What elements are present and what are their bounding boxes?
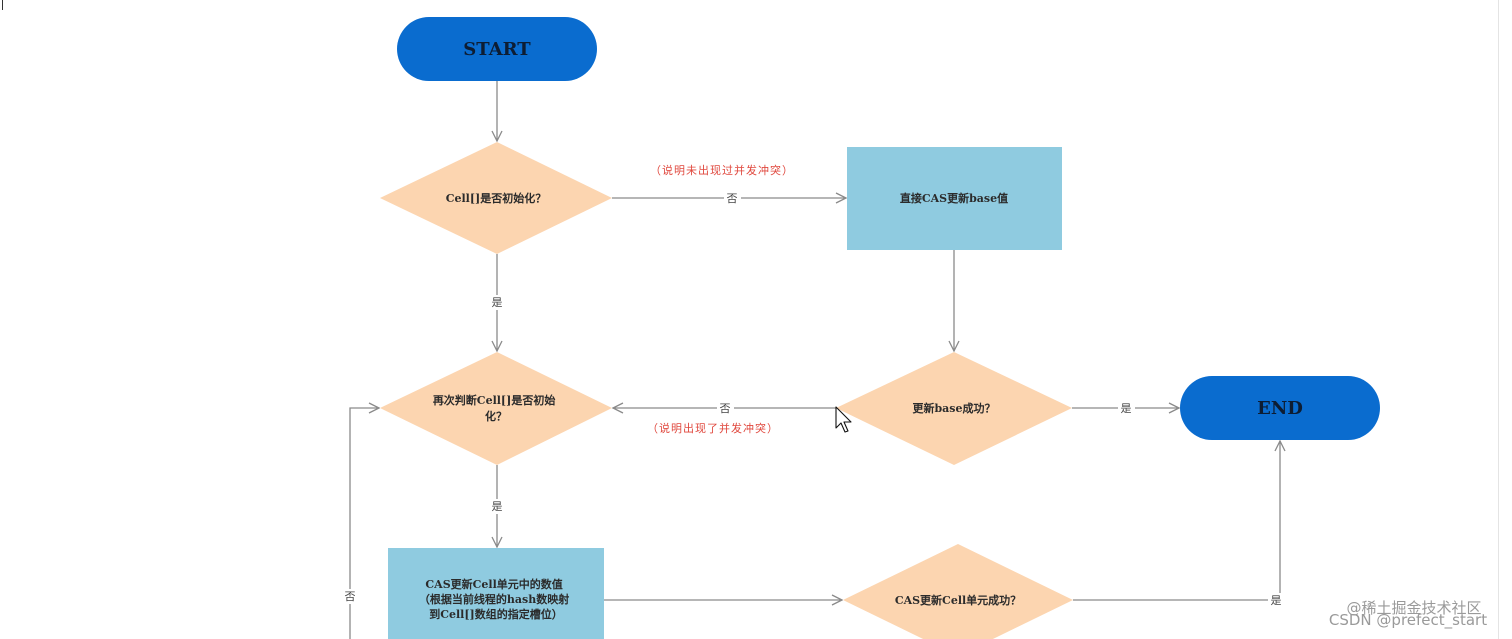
- annotation-conflict: （说明出现了并发冲突）: [647, 421, 779, 435]
- mouse-cursor-icon: [835, 406, 852, 433]
- direct-cas-process: 直接CAS更新base值: [847, 147, 1062, 250]
- cas-cell-line-2: （根据当前线程的hash数映射: [419, 592, 569, 606]
- start-node: START: [397, 17, 597, 81]
- annotation-no-conflict: （说明未出现过并发冲突）: [650, 163, 794, 177]
- edge-label-cell-success-yes: 是: [1271, 594, 1282, 607]
- recheck-init-label: 再次判断Cell[]是否初始 化？: [433, 393, 559, 423]
- edge-label-recheck-init-yes: 是: [492, 500, 503, 513]
- end-label: END: [1257, 398, 1303, 419]
- edge-label-check-init-no: 否: [727, 192, 738, 205]
- cas-cell-line-3: 到Cell[]数组的指定槽位）: [429, 607, 563, 621]
- start-label: START: [463, 39, 531, 60]
- direct-cas-label: 直接CAS更新base值: [900, 191, 1008, 205]
- cas-cell-label: CAS更新Cell单元中的数值 （根据当前线程的hash数映射 到Cell[]数…: [419, 577, 573, 621]
- recheck-init-decision: 再次判断Cell[]是否初始 化？: [380, 352, 612, 465]
- recheck-init-line-2: 化？: [485, 409, 507, 423]
- end-node: END: [1180, 376, 1380, 440]
- right-edge-rule: [1498, 0, 1499, 639]
- check-init-decision: Cell[]是否初始化？: [380, 142, 612, 254]
- edge-label-base-success-no: 否: [720, 402, 731, 415]
- base-success-label: 更新base成功？: [912, 401, 995, 415]
- cas-cell-line-1: CAS更新Cell单元中的数值: [425, 577, 562, 591]
- edge-label-check-init-yes: 是: [492, 296, 503, 309]
- cell-success-decision: CAS更新Cell单元成功？: [843, 544, 1073, 639]
- watermark-juejin: @稀土掘金技术社区: [1346, 599, 1481, 617]
- corner-mark: [2, 0, 3, 10]
- watermark-csdn: CSDN @prefect_start: [1329, 611, 1487, 630]
- edge-label-base-success-yes: 是: [1121, 402, 1132, 415]
- cell-success-label: CAS更新Cell单元成功？: [895, 593, 1021, 607]
- edge-label-cell-success-no: 否: [345, 590, 356, 603]
- edge-cell-success-no: [349, 408, 379, 639]
- base-success-decision: 更新base成功？: [836, 352, 1072, 465]
- edge-cell-success-yes: [1073, 441, 1280, 601]
- check-init-label: Cell[]是否初始化？: [446, 191, 547, 205]
- recheck-init-line-1: 再次判断Cell[]是否初始: [433, 393, 556, 407]
- cas-cell-process: CAS更新Cell单元中的数值 （根据当前线程的hash数映射 到Cell[]数…: [388, 548, 604, 639]
